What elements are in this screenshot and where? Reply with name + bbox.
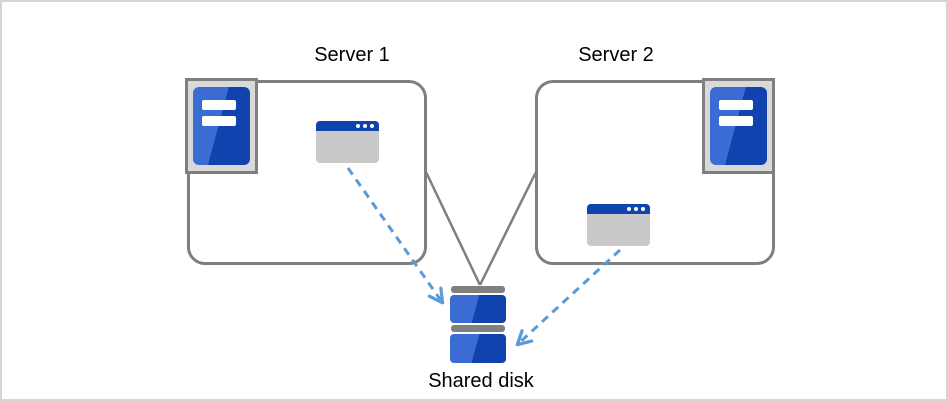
server2-to-disk-line: [479, 171, 537, 286]
server-tower-slot: [202, 116, 236, 126]
shared-disk-title: Shared disk: [428, 370, 534, 392]
app-window-dots: [627, 207, 645, 211]
disk-platter: [451, 325, 505, 332]
server-tower-body: [193, 87, 250, 165]
server1-to-disk-line: [425, 171, 481, 286]
disk-body: [450, 334, 506, 363]
server-tower-icon: [185, 78, 258, 174]
server-tower-slot: [719, 116, 753, 126]
app-window-icon: [316, 121, 379, 163]
disk-stack-icon: [450, 286, 506, 364]
app-window-titlebar: [587, 204, 650, 214]
server-tower-icon: [702, 78, 775, 174]
disk-body: [450, 295, 506, 323]
app-window-dots: [356, 124, 374, 128]
server2-title: Server 2: [578, 44, 654, 66]
server-tower-slot: [719, 100, 753, 110]
app-window-titlebar: [316, 121, 379, 131]
disk-platter: [451, 286, 505, 293]
server1-title: Server 1: [314, 44, 390, 66]
server-tower-slot: [202, 100, 236, 110]
server-tower-body: [710, 87, 767, 165]
app-window-icon: [587, 204, 650, 246]
